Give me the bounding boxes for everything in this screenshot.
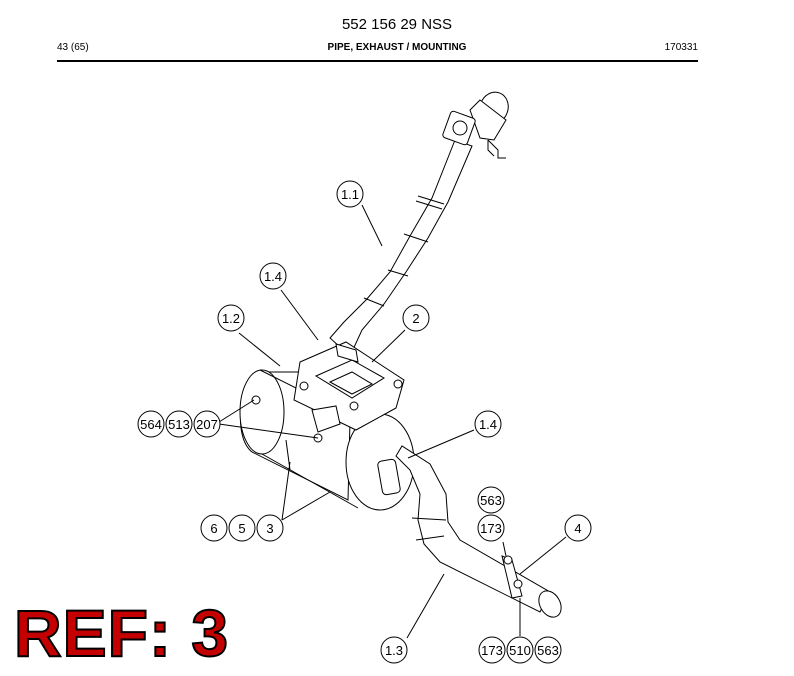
svg-text:510: 510 (509, 643, 531, 658)
top-flange (442, 91, 509, 159)
callout-513: 513 (165, 410, 193, 438)
svg-text:1.4: 1.4 (264, 269, 282, 284)
svg-text:2: 2 (412, 311, 419, 326)
leader-lines (218, 204, 567, 639)
callout-5: 5 (228, 514, 256, 542)
svg-text:207: 207 (196, 417, 218, 432)
upper-pipe (329, 139, 473, 357)
callout-3: 3 (256, 514, 284, 542)
section-heading: PIPE, EXHAUST / MOUNTING (327, 42, 467, 53)
callout-564: 564 (137, 410, 165, 438)
svg-text:563: 563 (537, 643, 559, 658)
callout-1-2: 1.2 (217, 304, 245, 332)
svg-text:6: 6 (210, 521, 217, 536)
callout-2: 2 (402, 304, 430, 332)
rear-clamp (501, 555, 523, 599)
callout-173-top: 173 (477, 514, 505, 542)
callout-1-4-mid: 1.4 (474, 410, 502, 438)
callout-6: 6 (200, 514, 228, 542)
callout-4: 4 (564, 514, 592, 542)
svg-text:1.4: 1.4 (479, 417, 497, 432)
svg-text:173: 173 (480, 521, 502, 536)
callout-1-4-top: 1.4 (259, 262, 287, 290)
callout-173-bottom: 173 (478, 636, 506, 664)
svg-text:4: 4 (574, 521, 581, 536)
svg-text:564: 564 (140, 417, 162, 432)
callout-1-3: 1.3 (380, 636, 408, 664)
document-date: 170331 (664, 42, 698, 53)
ref-label: REF: 3 (13, 596, 230, 670)
svg-text:1.3: 1.3 (385, 643, 403, 658)
callout-510: 510 (506, 636, 534, 664)
mounting-bracket (251, 341, 405, 443)
svg-text:1.2: 1.2 (222, 311, 240, 326)
svg-text:1.1: 1.1 (341, 187, 359, 202)
header-rule (57, 60, 698, 62)
page-number: 43 (65) (57, 42, 89, 53)
callout-1-1: 1.1 (336, 180, 364, 208)
callout-563-bottom: 563 (534, 636, 562, 664)
svg-text:3: 3 (266, 521, 273, 536)
svg-text:563: 563 (480, 493, 502, 508)
svg-text:5: 5 (238, 521, 245, 536)
svg-text:513: 513 (168, 417, 190, 432)
callout-207: 207 (193, 410, 221, 438)
callout-563-top: 563 (477, 486, 505, 514)
document-title: 552 156 29 NSS (341, 16, 453, 33)
svg-text:173: 173 (481, 643, 503, 658)
